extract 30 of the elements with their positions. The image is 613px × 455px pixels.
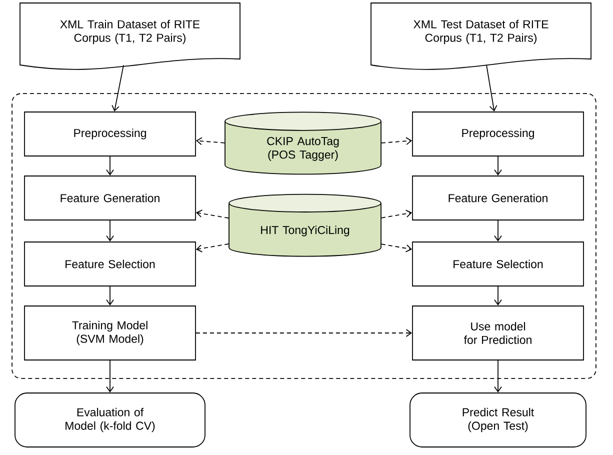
arrow [106,156,114,176]
process-box: Use model for Prediction [412,306,584,360]
arrow [106,220,114,242]
database-cylinder: HIT TongYiCiLing [228,194,382,257]
arrow [196,329,412,337]
process-box: Feature Selection [24,242,196,286]
arrow [196,243,229,252]
arrow [106,360,114,393]
arrow [494,220,502,242]
process-box: Feature Selection [412,242,584,286]
arrow [196,210,229,218]
process-box: Feature Generation [412,176,584,220]
rounded-box: Evaluation of Model (k-fold CV) [14,392,206,448]
process-box: Preprocessing [412,112,584,156]
arrow [494,286,502,306]
arrow [196,137,225,146]
arrow [106,286,114,306]
arrow [486,64,498,112]
arrow [381,137,412,145]
arrow [381,210,412,218]
dashed-group-box [12,93,596,379]
arrow [381,244,412,252]
process-box: Preprocessing [24,112,196,156]
arrow [112,64,124,112]
rounded-box: Predict Result (Open Test) [410,392,586,448]
arrow [494,360,502,393]
arrow [494,156,502,176]
process-box: Feature Generation [24,176,196,220]
database-cylinder: CKIP AutoTag (POS Tagger) [224,112,382,175]
process-box: Training Model (SVM Model) [24,306,196,360]
